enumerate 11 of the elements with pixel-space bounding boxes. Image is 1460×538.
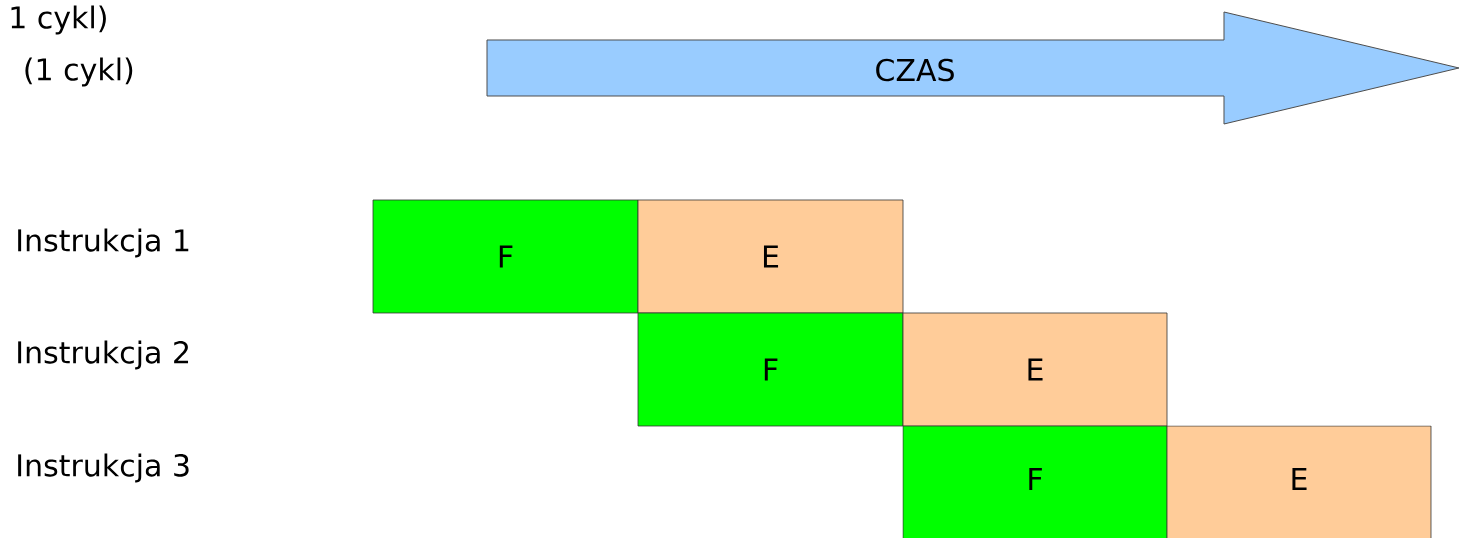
execute-cell: E [1166, 425, 1432, 538]
row-label: Instrukcja 2 [18, 340, 188, 370]
cycle-label: (1 cykl) [25, 57, 133, 87]
row-label: Instrukcja 1 [18, 228, 189, 258]
execute-cell: E [637, 199, 904, 314]
execute-cell: E [902, 312, 1168, 427]
fetch-cell: F [902, 425, 1168, 538]
row-label: Instrukcja 3 [18, 453, 189, 483]
cycle-label: 1 cykl) [11, 5, 106, 35]
fetch-cell: F [637, 312, 904, 427]
fetch-cell: F [372, 199, 639, 314]
